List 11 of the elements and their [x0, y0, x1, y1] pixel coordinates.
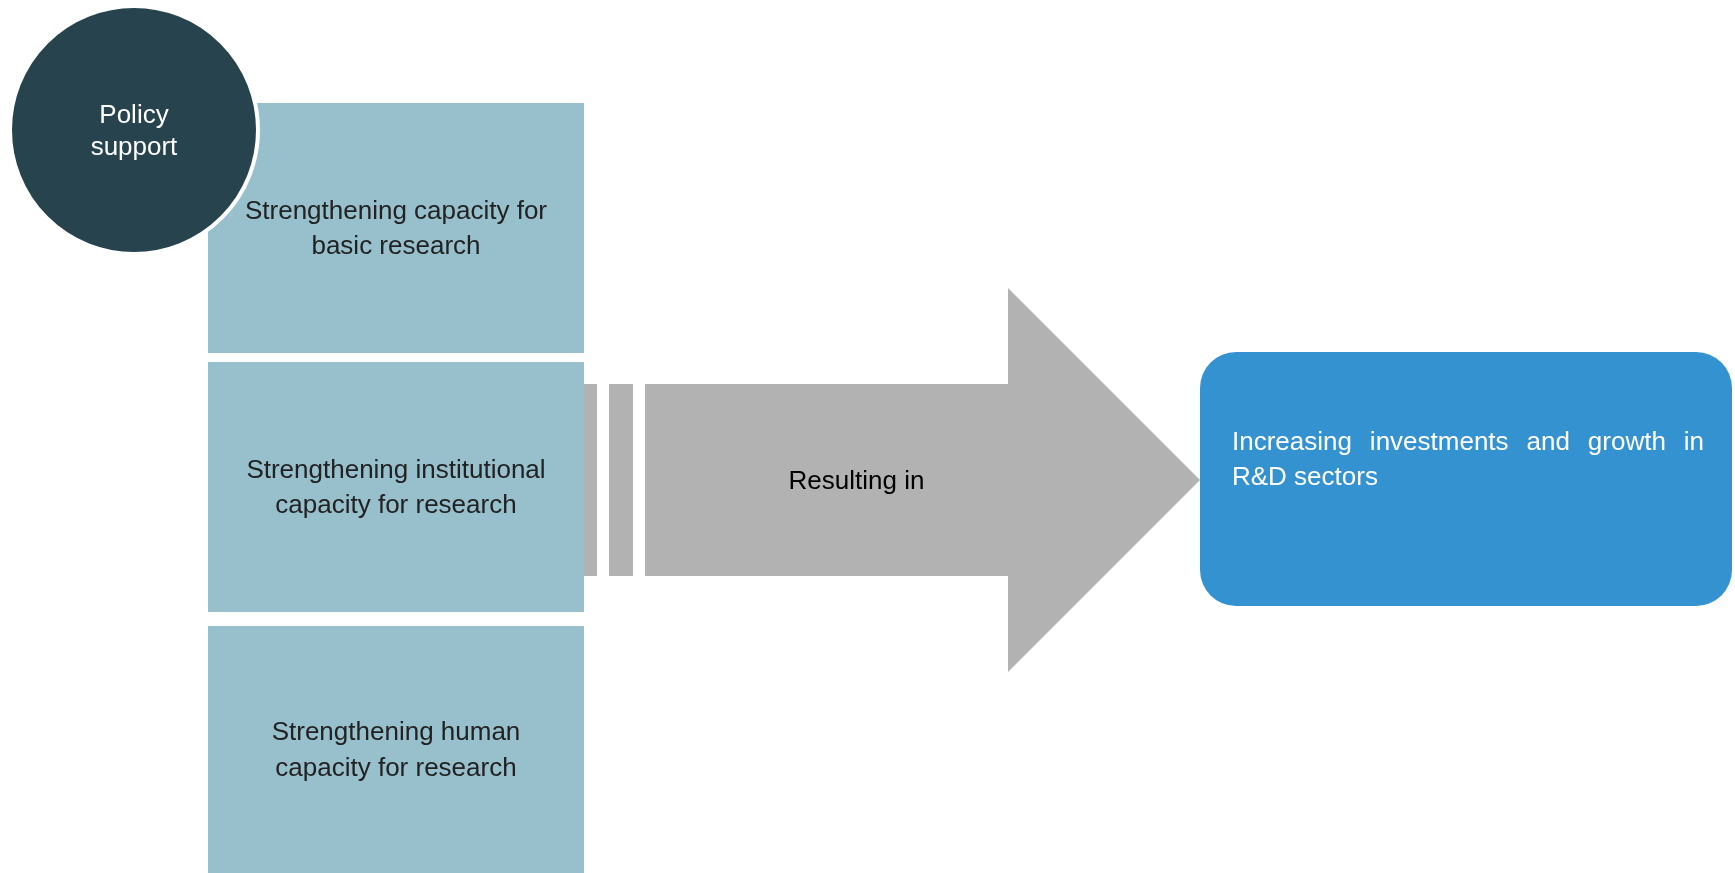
- box-label: Increasing investments and growth in R&D sectors: [1232, 424, 1704, 493]
- outcome-box: [1200, 352, 1732, 606]
- box-label: Strengthening capacity for basic research: [243, 193, 549, 262]
- box-label: Strengthening human capacity for research: [270, 715, 522, 784]
- circle-label: Policy support: [89, 97, 179, 163]
- process-box: [208, 626, 584, 873]
- box-label: Strengthening institutional capacity for research: [245, 452, 547, 521]
- process-box: [208, 103, 584, 353]
- block-arrow: [584, 288, 1200, 672]
- edge-label: Resulting in: [788, 464, 925, 496]
- process-box: [208, 362, 584, 612]
